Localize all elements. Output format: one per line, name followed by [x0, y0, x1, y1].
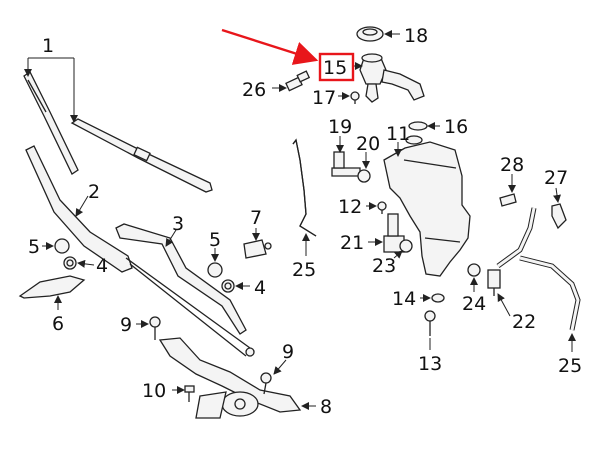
grommet-24	[467, 263, 481, 277]
nut-4-right	[221, 279, 235, 293]
label-4-right: 4	[254, 277, 266, 299]
wiper-arm-left	[25, 145, 133, 273]
label-1: 1	[42, 35, 54, 57]
nut-4-left	[63, 256, 77, 270]
bolt-9-top	[149, 316, 161, 340]
highlight-box	[318, 52, 355, 82]
label-11: 11	[386, 123, 410, 145]
grommet-23	[399, 239, 413, 253]
label-2: 2	[88, 181, 100, 203]
bolt-9-bottom	[260, 372, 272, 395]
leader-lines	[24, 30, 576, 410]
cowl-cover	[18, 275, 86, 299]
clip-14	[431, 293, 445, 303]
hose-25-left	[292, 138, 317, 237]
label-12: 12	[338, 196, 362, 218]
bolt-10	[184, 385, 195, 402]
label-26: 26	[242, 79, 266, 101]
grommet-16	[408, 121, 428, 131]
label-25-left: 25	[292, 259, 316, 281]
label-13: 13	[418, 353, 442, 375]
label-5-left: 5	[28, 236, 40, 258]
wiper-motor-linkage	[158, 337, 302, 419]
label-16: 16	[444, 116, 468, 138]
seal-20	[357, 169, 371, 183]
label-21: 21	[340, 232, 364, 254]
wiper-blade-right	[70, 118, 213, 193]
label-19: 19	[328, 116, 352, 138]
clip-27	[551, 203, 567, 230]
label-5-right: 5	[209, 229, 221, 251]
connector-22	[487, 269, 501, 296]
label-27: 27	[544, 167, 568, 189]
wiper-arm-right	[115, 223, 247, 335]
wiper-linkage	[125, 257, 255, 357]
label-25-right: 25	[558, 355, 582, 377]
clip-17	[350, 91, 360, 104]
washer-reservoir	[383, 135, 471, 277]
label-23: 23	[372, 255, 396, 277]
label-9-top: 9	[120, 314, 132, 336]
label-22: 22	[512, 311, 536, 333]
filler-neck	[359, 53, 425, 103]
label-6: 6	[52, 313, 64, 335]
label-17: 17	[312, 87, 336, 109]
label-20: 20	[356, 133, 380, 155]
label-4-left: 4	[96, 255, 108, 277]
bolt-13	[424, 310, 436, 336]
label-14: 14	[392, 288, 416, 310]
clip-12	[377, 201, 387, 214]
label-24: 24	[462, 293, 486, 315]
highlight-arrow	[221, 28, 319, 65]
reservoir-cap	[356, 26, 384, 42]
label-10: 10	[142, 380, 166, 402]
connector-26	[285, 70, 311, 92]
bracket-7	[243, 239, 272, 259]
nozzle-28	[499, 193, 517, 207]
label-9-bottom: 9	[282, 341, 294, 363]
label-7: 7	[250, 207, 262, 229]
label-18: 18	[404, 25, 428, 47]
label-3: 3	[172, 213, 184, 235]
callout-labels: 1 2 3 4 4 5 5 6 7 8 9 9 10 11 12 13 14 1…	[28, 25, 582, 418]
label-28: 28	[500, 154, 524, 176]
label-15: 15	[323, 57, 347, 79]
level-sensor	[331, 151, 361, 177]
hose-25-right	[497, 207, 580, 331]
cap-5-right	[207, 262, 223, 278]
cap-5-left	[54, 238, 70, 254]
label-8: 8	[320, 396, 332, 418]
